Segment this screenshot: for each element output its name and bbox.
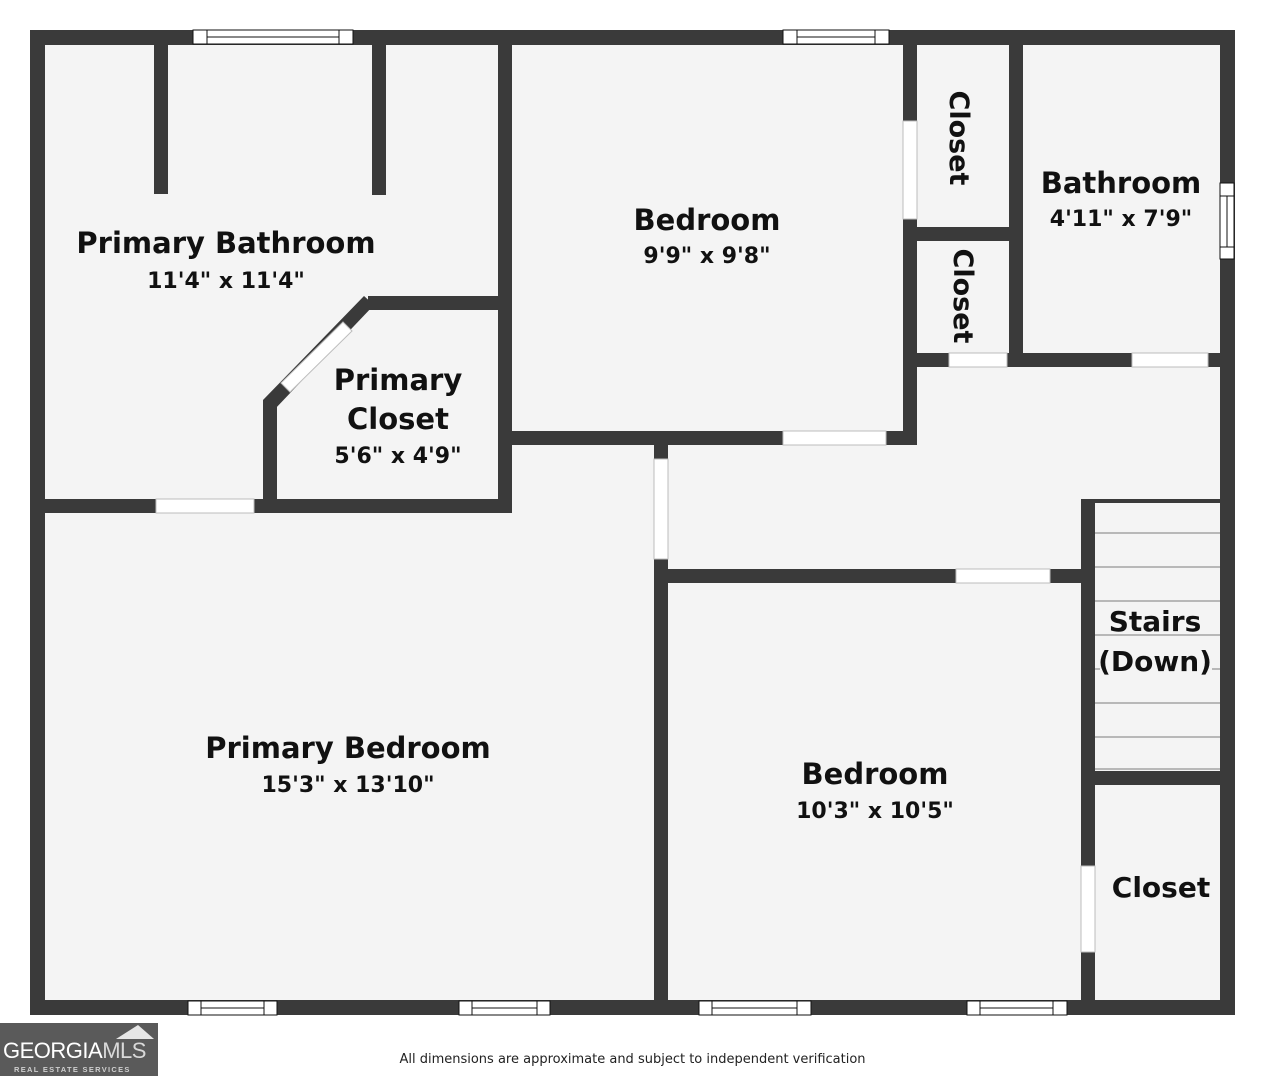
room-closet-top-2: Closet xyxy=(947,249,978,344)
room-bedroom-bottom: Bedroom 10'3" x 10'5" xyxy=(796,757,954,824)
room-name: Closet xyxy=(347,402,449,436)
room-dims: 5'6" x 4'9" xyxy=(334,444,461,469)
logo-subtitle: REAL ESTATE SERVICES xyxy=(14,1065,131,1074)
georgia-mls-logo: GEORGIAMLS REAL ESTATE SERVICES xyxy=(0,1023,158,1076)
room-primary-bathroom: Primary Bathroom 11'4" x 11'4" xyxy=(76,226,375,294)
room-dims: 4'11" x 7'9" xyxy=(1050,207,1192,232)
room-primary-bedroom: Primary Bedroom 15'3" x 13'10" xyxy=(205,731,490,798)
room-stairs: Stairs (Down) xyxy=(1098,605,1212,678)
window-bottom-4 xyxy=(966,1000,1068,1016)
stair-treads xyxy=(1095,532,1220,770)
logo-text-bold: GEORGIA xyxy=(3,1038,103,1063)
window-bottom-2 xyxy=(458,1000,551,1016)
room-name: Bedroom xyxy=(634,203,781,237)
room-name: Primary xyxy=(334,363,463,397)
room-dims: 10'3" x 10'5" xyxy=(796,799,954,824)
windows xyxy=(187,29,1235,1016)
room-dims: 15'3" x 13'10" xyxy=(261,773,434,798)
room-name: Stairs xyxy=(1109,605,1202,638)
room-name: Closet xyxy=(943,91,974,186)
window-bottom-1 xyxy=(187,1000,278,1016)
room-name: Bathroom xyxy=(1041,166,1202,200)
window-bottom-3 xyxy=(698,1000,812,1016)
room-name: Closet xyxy=(947,249,978,344)
room-name: (Down) xyxy=(1098,645,1212,678)
room-name: Primary Bedroom xyxy=(205,731,490,765)
room-bathroom: Bathroom 4'11" x 7'9" xyxy=(1041,166,1202,232)
disclaimer-text: All dimensions are approximate and subje… xyxy=(399,1052,866,1067)
room-closet-right: Closet xyxy=(1112,871,1210,904)
window-right-bathroom xyxy=(1219,182,1235,260)
window-top-bedroom xyxy=(782,29,890,45)
floor-area xyxy=(37,37,1228,1007)
room-closet-top-1: Closet xyxy=(943,91,974,186)
room-name: Closet xyxy=(1112,871,1210,904)
room-name: Bedroom xyxy=(802,757,949,791)
window-top-primary-bath xyxy=(192,29,354,45)
room-bedroom-top: Bedroom 9'9" x 9'8" xyxy=(634,203,781,269)
room-name: Primary Bathroom xyxy=(76,226,375,260)
room-dims: 11'4" x 11'4" xyxy=(147,269,305,294)
room-dims: 9'9" x 9'8" xyxy=(643,244,770,269)
logo-text-thin: MLS xyxy=(102,1038,146,1063)
room-primary-closet: Primary Closet 5'6" x 4'9" xyxy=(334,363,463,469)
door-openings xyxy=(155,120,1209,953)
roof-icon xyxy=(116,1025,154,1039)
